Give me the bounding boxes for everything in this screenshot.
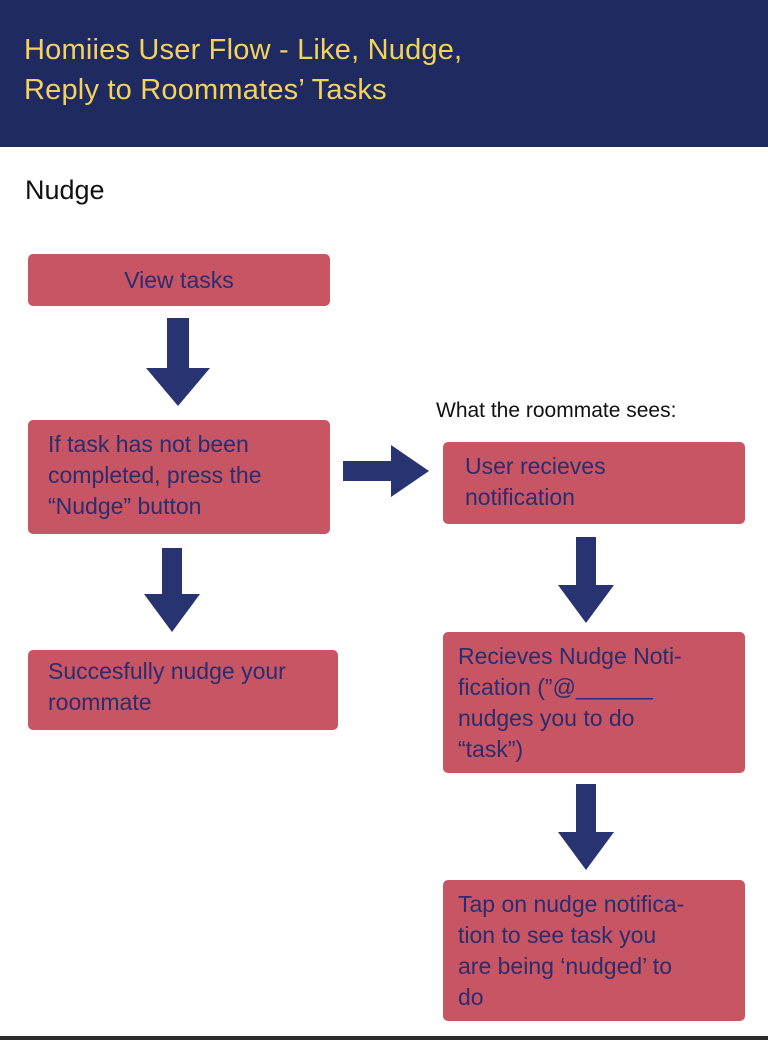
view-tasks-step: View tasks [28, 254, 330, 306]
section-title: Nudge [25, 175, 105, 205]
arrow-right-icon [343, 445, 429, 497]
header-banner: Homiies User Flow - Like, Nudge, Reply t… [0, 0, 768, 147]
tap-notification-step: Tap on nudge notifica- tion to see task … [443, 880, 745, 1021]
arrow-down-icon [144, 548, 200, 632]
nudge-notification-label: Recieves Nudge Noti- fication (”@______ … [458, 643, 682, 762]
arrow-down-icon [558, 537, 614, 623]
page-title: Homiies User Flow - Like, Nudge, Reply t… [24, 34, 463, 106]
success-label: Succesfully nudge your roommate [48, 658, 286, 715]
view-tasks-label: View tasks [124, 266, 234, 293]
arrow-down-icon [558, 784, 614, 870]
bottom-divider [0, 1036, 768, 1040]
press-nudge-label: If task has not been completed, press th… [48, 431, 262, 519]
press-nudge-step: If task has not been completed, press th… [28, 420, 330, 534]
receive-notification-label: User recieves notification [465, 453, 606, 510]
arrow-down-icon [146, 318, 210, 406]
tap-notification-label: Tap on nudge notifica- tion to see task … [458, 891, 685, 1010]
receive-notification-step: User recieves notification [443, 442, 745, 524]
roommate-view-label: What the roommate sees: [436, 399, 677, 422]
nudge-notification-step: Recieves Nudge Noti- fication (”@______ … [443, 632, 745, 773]
success-step: Succesfully nudge your roommate [28, 650, 338, 730]
